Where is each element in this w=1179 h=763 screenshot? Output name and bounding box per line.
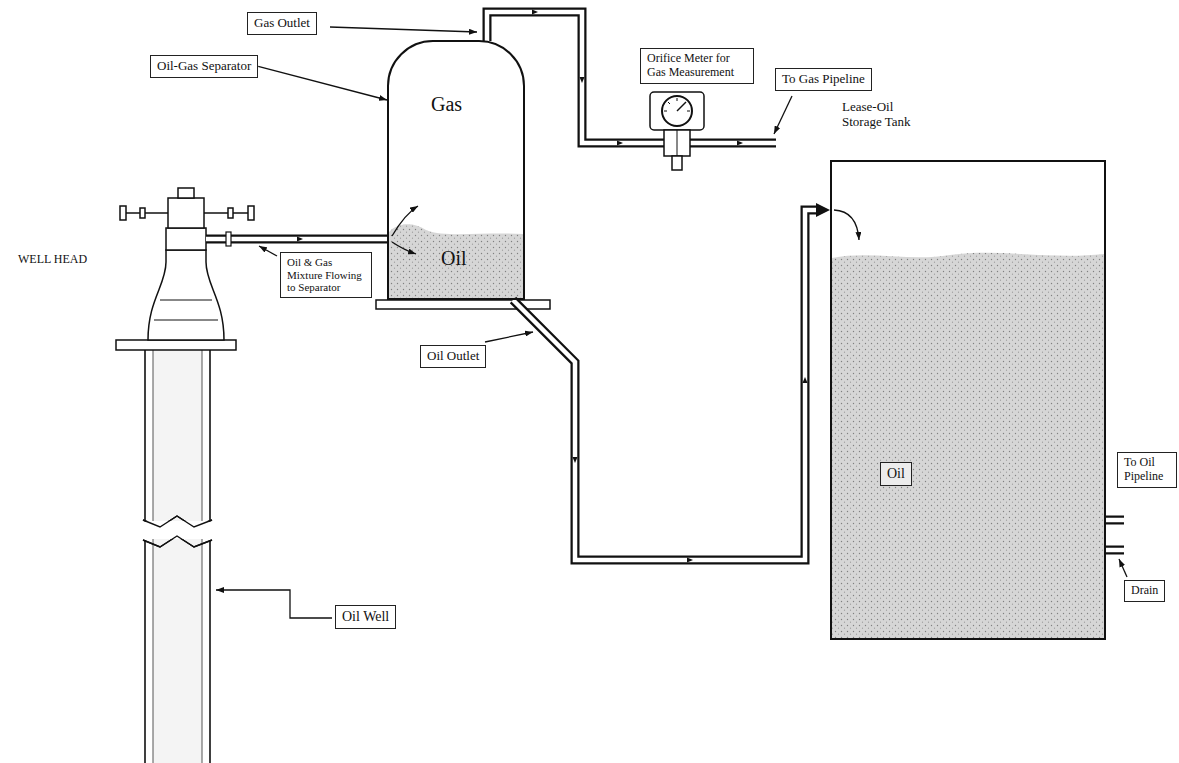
well-head [116, 188, 254, 350]
well-casing [143, 350, 212, 763]
label-text: Orifice Meter for Gas Measurement [647, 52, 747, 80]
connector-group [513, 210, 816, 560]
label-text: Drain [1131, 584, 1158, 598]
label-text: Oil Well [342, 609, 389, 625]
separator-vessel: GasOil [387, 40, 525, 300]
label-text: Oil-Gas Separator [157, 59, 251, 74]
label-text: Gas [431, 92, 462, 116]
part-label: WELL HEAD [18, 252, 87, 267]
oil-fill [389, 224, 1104, 638]
callout-box: Drain [1124, 580, 1165, 602]
leader-lines [216, 27, 1127, 618]
storage-tank: Lease-Oil Storage TankOil [830, 98, 1106, 640]
label-text: Oil [441, 246, 467, 270]
pipe-bore [513, 210, 816, 560]
leader-arrow [258, 66, 387, 100]
callout-box: Oil-Gas Separator [150, 55, 258, 78]
label-text: To Oil Pipeline [1124, 456, 1170, 484]
label-text: Lease-Oil Storage Tank [842, 100, 934, 130]
callout-box: Oil [880, 462, 912, 486]
orifice-meter [650, 92, 704, 170]
callout-box: Oil & Gas Mixture Flowing to Separator [280, 252, 372, 298]
pipes [206, 12, 1124, 550]
connector-group [258, 66, 387, 100]
label-text: Gas Outlet [254, 16, 310, 31]
label-text: Oil [887, 466, 905, 482]
spray-arrows [392, 206, 859, 254]
callout-box: Orifice Meter for Gas Measurement [640, 48, 754, 84]
callout-box: To Gas Pipeline [775, 68, 872, 91]
callout-box: To Oil Pipeline [1117, 452, 1177, 488]
label-text: Oil Outlet [427, 349, 479, 364]
callout-box: Gas Outlet [247, 12, 317, 35]
label-text: To Gas Pipeline [782, 72, 865, 87]
label-text: Oil & Gas Mixture Flowing to Separator [287, 256, 365, 294]
oil-pipe [513, 210, 816, 560]
flow-arrows [297, 10, 808, 563]
callout-box: Oil Outlet [420, 345, 486, 368]
callout-box: Oil Well [335, 605, 396, 629]
tank-wall [830, 160, 1106, 640]
